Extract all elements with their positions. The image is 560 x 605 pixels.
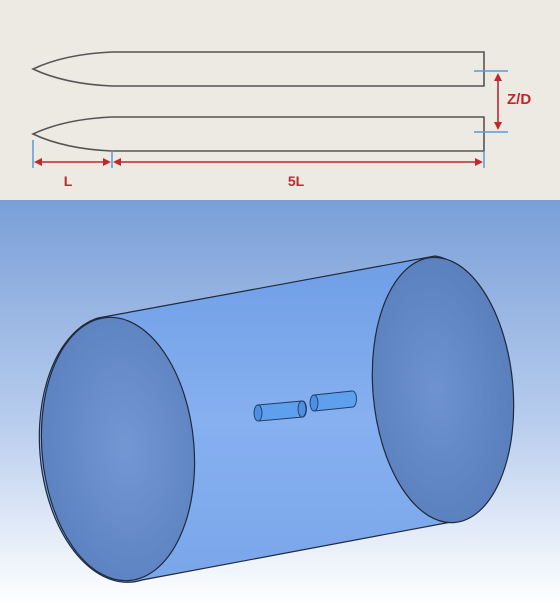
spacing-arrow-up bbox=[494, 73, 502, 81]
front-rod-end bbox=[297, 400, 307, 418]
nose-length-label: L bbox=[64, 173, 73, 189]
body-length-label: 5L bbox=[288, 173, 305, 189]
nose-arrow-right bbox=[103, 158, 111, 166]
spacing-label: Z/D bbox=[507, 91, 531, 108]
body-arrow-left bbox=[113, 158, 121, 166]
front-rod-cap bbox=[253, 404, 263, 422]
rear-rod-cap bbox=[309, 394, 319, 412]
lower-body-outline bbox=[31, 116, 485, 152]
nose-arrow-left bbox=[34, 158, 42, 166]
inner-bodies bbox=[253, 390, 357, 422]
schematic-panel: L 5L Z/D bbox=[0, 0, 560, 200]
render-panel bbox=[0, 200, 560, 605]
rear-rod bbox=[313, 390, 357, 412]
schematic-svg: L 5L Z/D bbox=[31, 51, 531, 189]
cylinder-left-cap bbox=[40, 316, 196, 582]
spacing-arrow-down bbox=[494, 122, 502, 130]
render-svg bbox=[0, 200, 560, 605]
cylinder-right-cap bbox=[371, 256, 515, 524]
body-arrow-right bbox=[475, 158, 483, 166]
upper-body-outline bbox=[31, 51, 485, 87]
